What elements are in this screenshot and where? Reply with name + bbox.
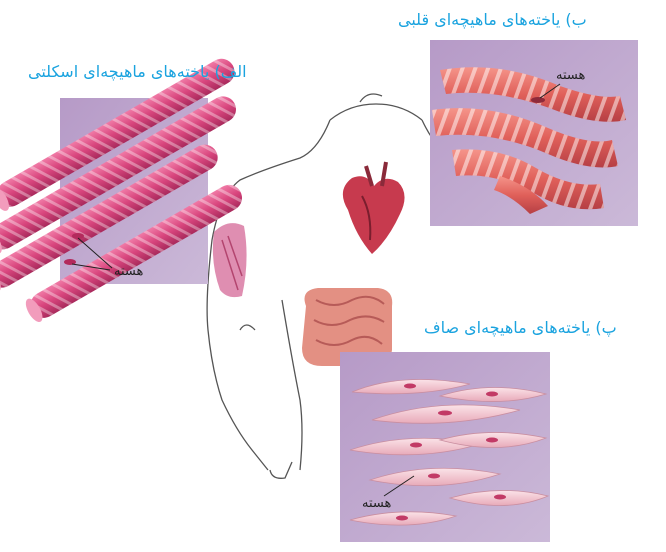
skeletal-nucleus-label: هسته [114,264,143,279]
smooth-nucleus-label: هسته [362,496,391,511]
smooth-title: پ) یاخته‌های ماهیچه‌ای صاف [424,318,617,337]
cardiac-nucleus-label: هسته [556,68,585,83]
arm-muscle-illustration [213,223,247,297]
heart-illustration [343,162,405,254]
skeletal-muscle-panel [0,54,247,325]
cardiac-title: ب) یاخته‌های ماهیچه‌ای قلبی [398,10,587,29]
smooth-muscle-panel [340,352,550,542]
cardiac-nucleus-mark [531,97,545,103]
skeletal-title: الف) یاخته‌های ماهیچه‌ای اسکلتی [28,62,247,81]
cardiac-muscle-panel [430,40,638,226]
